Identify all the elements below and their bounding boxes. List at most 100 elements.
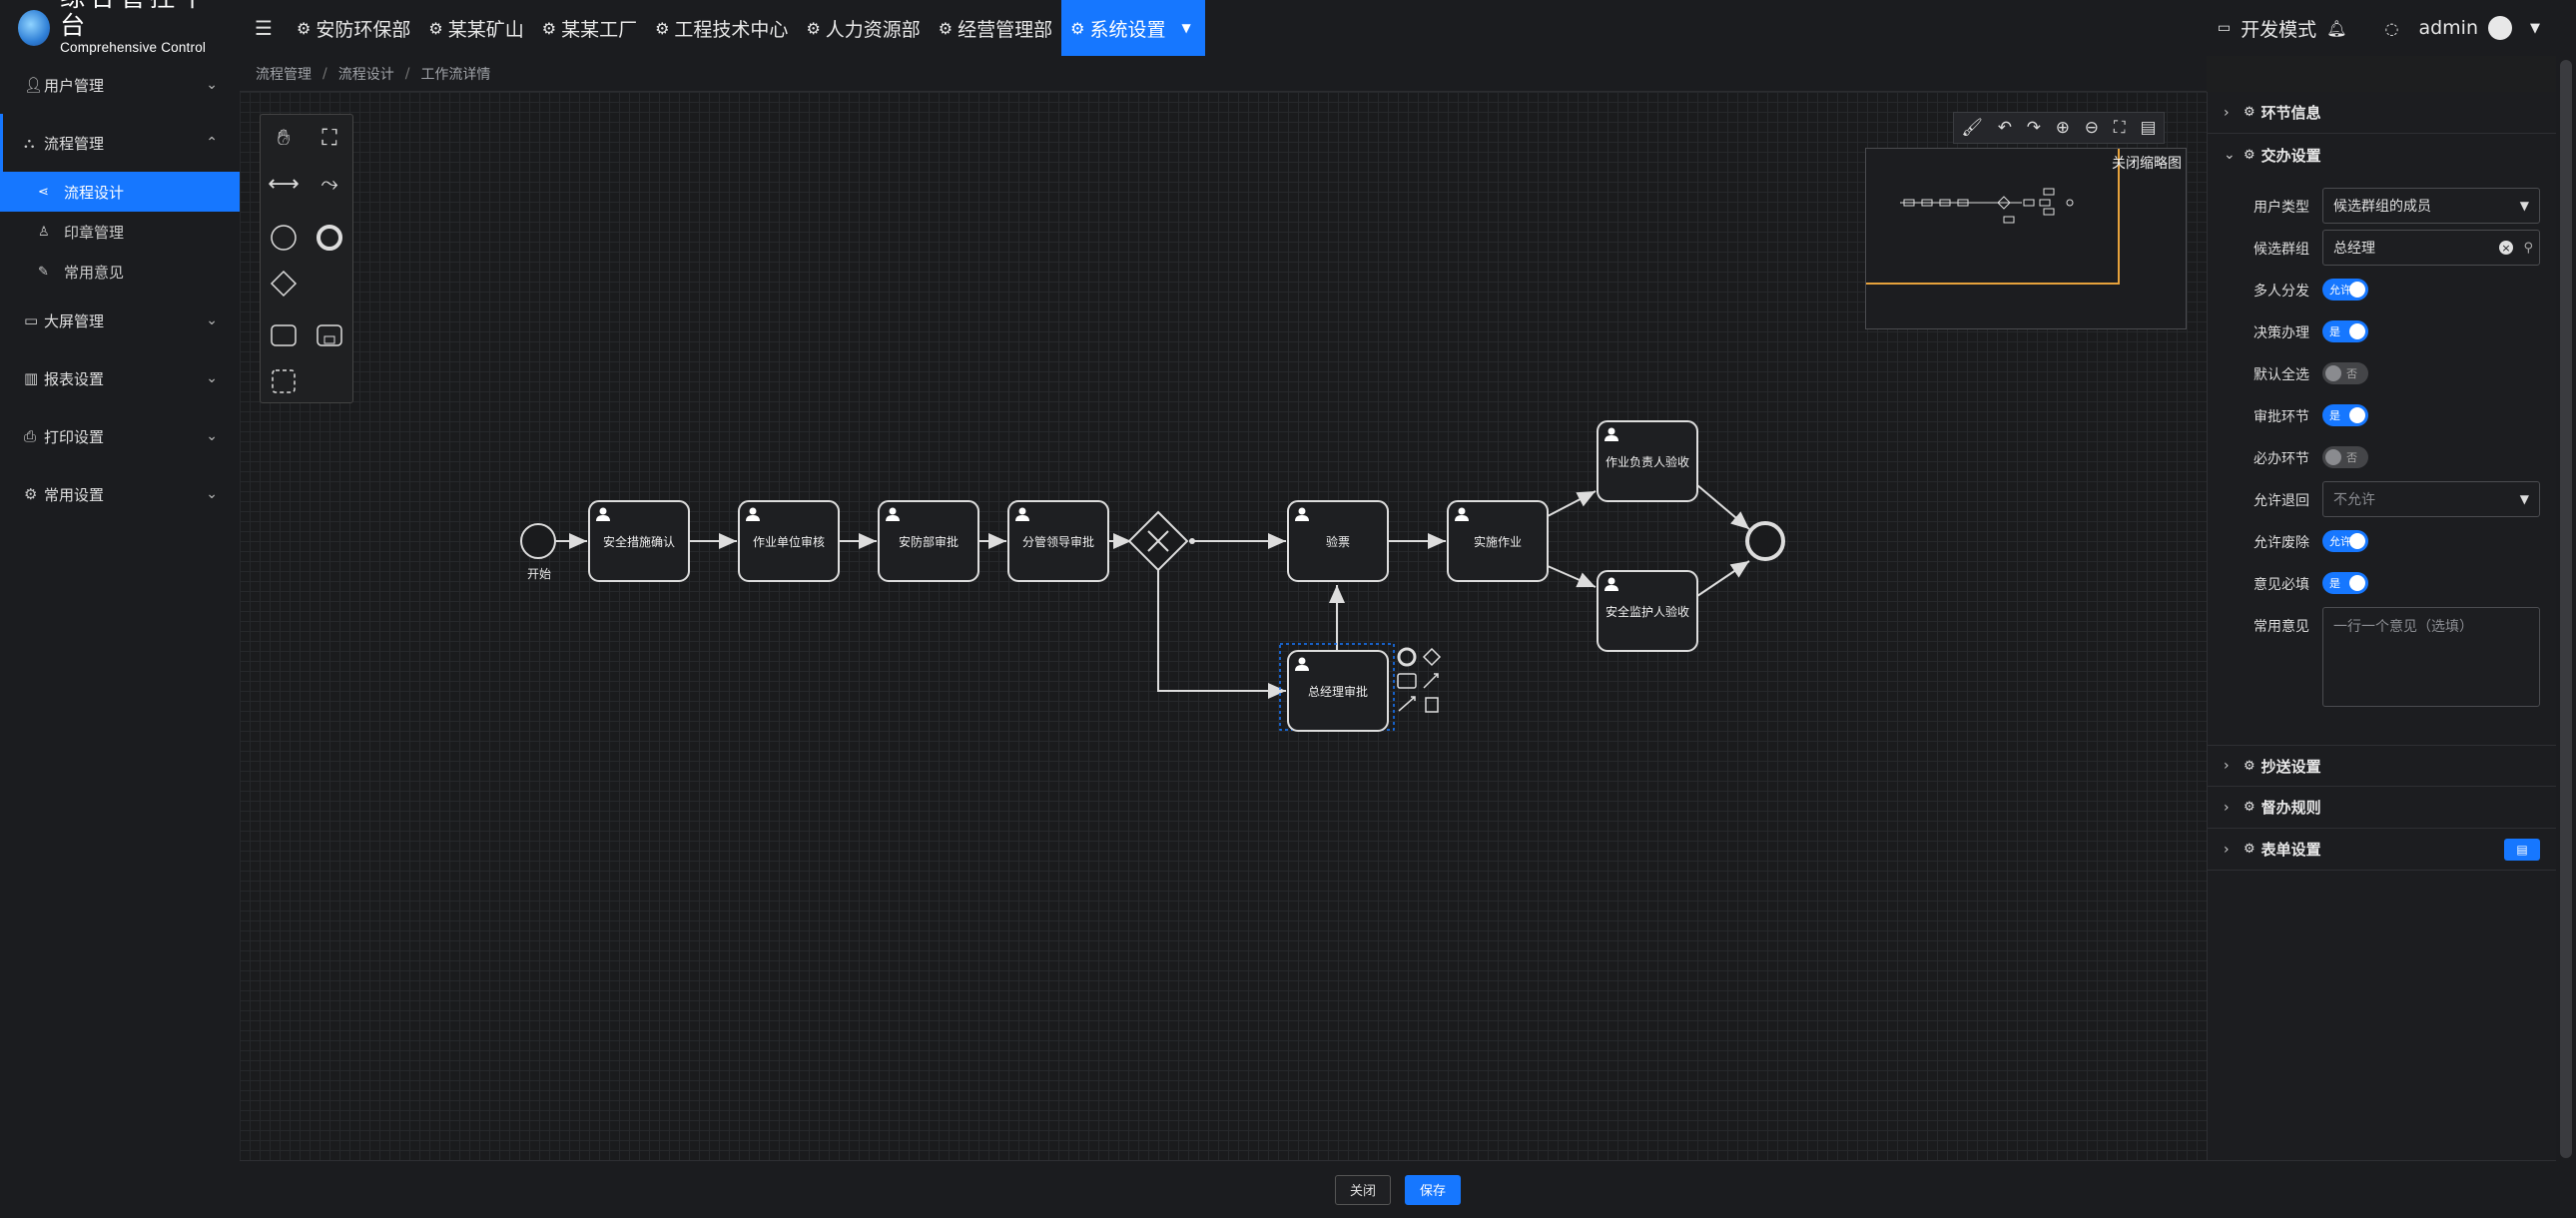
minimap[interactable]: 关闭缩略图 <box>1865 148 2187 329</box>
sidebar-item-flow[interactable]: ⛬流程管理⌃ <box>0 114 240 172</box>
sidebar-subitem-opinions[interactable]: ✎常用意见 <box>38 263 125 282</box>
task-label: 验票 <box>1325 535 1350 549</box>
form-doc-button[interactable]: ▤ <box>2504 838 2540 861</box>
edit-icon: ✎ <box>38 264 49 280</box>
chevron-down-icon: ⌄ <box>206 312 218 328</box>
start-event-icon[interactable] <box>267 221 301 255</box>
close-button[interactable]: 关闭 <box>1334 1174 1391 1205</box>
user-task-icon[interactable] <box>267 318 301 352</box>
search-icon[interactable]: ⚲ <box>2523 240 2533 256</box>
nav-item-engineering[interactable]: ⚙工程技术中心 <box>655 18 789 41</box>
sidebar-item-reports[interactable]: ▥报表设置⌄ <box>24 369 218 388</box>
start-event[interactable] <box>520 523 556 559</box>
caret-down-icon: ▼ <box>2519 492 2529 506</box>
allow-abolish-switch[interactable]: 允许 <box>2322 530 2368 552</box>
scrollbar-thumb[interactable] <box>2560 60 2572 1158</box>
allow-return-select[interactable]: 不允许▼ <box>2322 481 2540 517</box>
sidebar-item-screen[interactable]: ▭大屏管理⌄ <box>24 311 218 330</box>
group-icon[interactable] <box>267 364 301 398</box>
gear-icon: ⚙ <box>938 18 954 38</box>
save-button[interactable]: 保存 <box>1405 1174 1462 1205</box>
caret-down-icon[interactable]: ▼ <box>2530 20 2540 36</box>
gear-icon: ⚙ <box>541 18 557 38</box>
sidebar-item-common[interactable]: ⚙常用设置⌄ <box>24 485 218 504</box>
nav-item-anfang[interactable]: ⚙安防环保部 <box>297 18 411 41</box>
bell-icon[interactable]: 🔔︎ <box>2326 18 2347 38</box>
space-tool-icon[interactable]: ⟷ <box>268 171 300 197</box>
page-scrollbar[interactable] <box>2556 0 2576 1218</box>
clear-icon[interactable]: × <box>2499 241 2513 255</box>
default-all-switch[interactable]: 否 <box>2322 362 2368 384</box>
lasso-tool-icon[interactable]: ⛶ <box>322 125 337 151</box>
task-label: 分管领导审批 <box>1021 535 1094 549</box>
gear-icon: ⚙ <box>655 18 670 38</box>
gear-icon: ⚙ <box>297 18 312 38</box>
field-label: 常用意见 <box>2254 619 2309 635</box>
dev-mode-toggle[interactable]: 开发模式 <box>2241 18 2317 41</box>
gear-icon: ⚙ <box>2244 800 2255 815</box>
end-event[interactable] <box>1745 521 1785 561</box>
start-event-label: 开始 <box>527 567 552 581</box>
hand-tool-icon[interactable]: ✋︎ <box>277 125 291 151</box>
breadcrumb-item[interactable]: 流程管理 <box>256 66 312 83</box>
top-right-tools: ▭ 开发模式 🔔︎ ◌ admin ▼ <box>2218 0 2540 56</box>
multi-dispatch-switch[interactable]: 允许 <box>2322 279 2368 301</box>
sidebar-subitem-seal[interactable]: ♙印章管理 <box>38 223 125 242</box>
connect-tool-icon[interactable]: ⤳ <box>321 171 338 197</box>
brush-icon[interactable]: 🖌︎ <box>1961 118 1983 138</box>
gear-icon: ⚙ <box>2244 105 2255 120</box>
exclusive-gateway[interactable] <box>1127 510 1189 572</box>
share-icon: ⋖ <box>38 184 49 200</box>
caret-down-icon: ▼ <box>1181 21 1191 35</box>
app-logo: 综合管控平台 Comprehensive Control Platform <box>0 0 240 71</box>
field-label: 决策办理 <box>2254 325 2309 341</box>
nav-item-hr[interactable]: ⚙人力资源部 <box>806 18 921 41</box>
logo-icon <box>18 10 51 46</box>
bpmn-canvas[interactable]: ✋︎ ⛶ ⟷ ⤳ 🖌︎ ↶ ↷ ⊕ ⊖ ⛶ ▤ <box>240 92 2207 1160</box>
section-node-info[interactable]: ›⚙环节信息 <box>2208 92 2556 134</box>
nav-item-operations[interactable]: ⚙经营管理部 <box>938 18 1053 41</box>
username[interactable]: admin <box>2418 17 2478 39</box>
sidebar-subitem-flow-design[interactable]: ⋖流程设计 <box>0 172 240 212</box>
required-node-switch[interactable]: 否 <box>2322 446 2368 468</box>
close-minimap-button[interactable]: 关闭缩略图 <box>2112 156 2182 172</box>
nav-item-system-settings[interactable]: ⚙系统设置▼ <box>1061 0 1205 56</box>
section-form[interactable]: ›⚙表单设置▤ <box>2208 829 2556 871</box>
section-supervise[interactable]: ›⚙督办规则 <box>2208 787 2556 829</box>
end-event-icon[interactable] <box>313 221 346 255</box>
nav-item-mine[interactable]: ⚙某某矿山 <box>428 18 524 41</box>
caret-down-icon: ▼ <box>2519 199 2529 213</box>
approval-node-switch[interactable]: 是 <box>2322 404 2368 426</box>
task-label: 总经理审批 <box>1307 685 1368 699</box>
canvas-toolbar: 🖌︎ ↶ ↷ ⊕ ⊖ ⛶ ▤ <box>1953 112 2165 144</box>
gear-icon: ⚙ <box>2244 842 2255 857</box>
avatar[interactable] <box>2488 16 2512 40</box>
opinion-required-switch[interactable]: 是 <box>2322 572 2368 594</box>
document-icon: ▤ <box>2516 842 2528 857</box>
subprocess-icon[interactable] <box>313 318 346 352</box>
context-pad[interactable] <box>1397 647 1442 713</box>
section-handling[interactable]: ⌄⚙交办设置 <box>2224 146 2321 165</box>
decision-switch[interactable]: 是 <box>2322 320 2368 342</box>
fit-view-icon[interactable]: ⛶ <box>2113 118 2126 138</box>
menu-collapse-icon[interactable]: ☰ <box>255 16 273 40</box>
support-icon[interactable]: ◌ <box>2384 18 2399 38</box>
redo-icon[interactable]: ↷ <box>2026 118 2041 138</box>
task-label: 安防部审批 <box>898 535 959 549</box>
zoom-out-icon[interactable]: ⊖ <box>2084 118 2100 138</box>
breadcrumb-item[interactable]: 流程设计 <box>337 66 394 83</box>
flow-icon: ⛬ <box>24 134 35 152</box>
minimap-viewport[interactable] <box>1866 149 2120 285</box>
undo-icon[interactable]: ↶ <box>1997 118 2012 138</box>
minimap-icon[interactable]: ▤ <box>2140 118 2157 138</box>
chevron-down-icon: ⌄ <box>206 486 218 502</box>
zoom-in-icon[interactable]: ⊕ <box>2055 118 2071 138</box>
user-type-select[interactable]: 候选群组的成员▼ <box>2322 188 2540 224</box>
common-opinion-textarea[interactable]: 一行一个意见（选填） <box>2322 607 2540 707</box>
sidebar-item-users[interactable]: 👤︎用户管理⌄ <box>24 76 218 95</box>
gateway-icon[interactable] <box>267 267 301 301</box>
candidate-group-input[interactable]: 总经理×⚲ <box>2322 230 2540 266</box>
section-cc[interactable]: ›⚙抄送设置 <box>2208 745 2556 787</box>
nav-item-factory[interactable]: ⚙某某工厂 <box>541 18 638 41</box>
sidebar-item-print[interactable]: ⎙打印设置⌄ <box>24 427 218 446</box>
